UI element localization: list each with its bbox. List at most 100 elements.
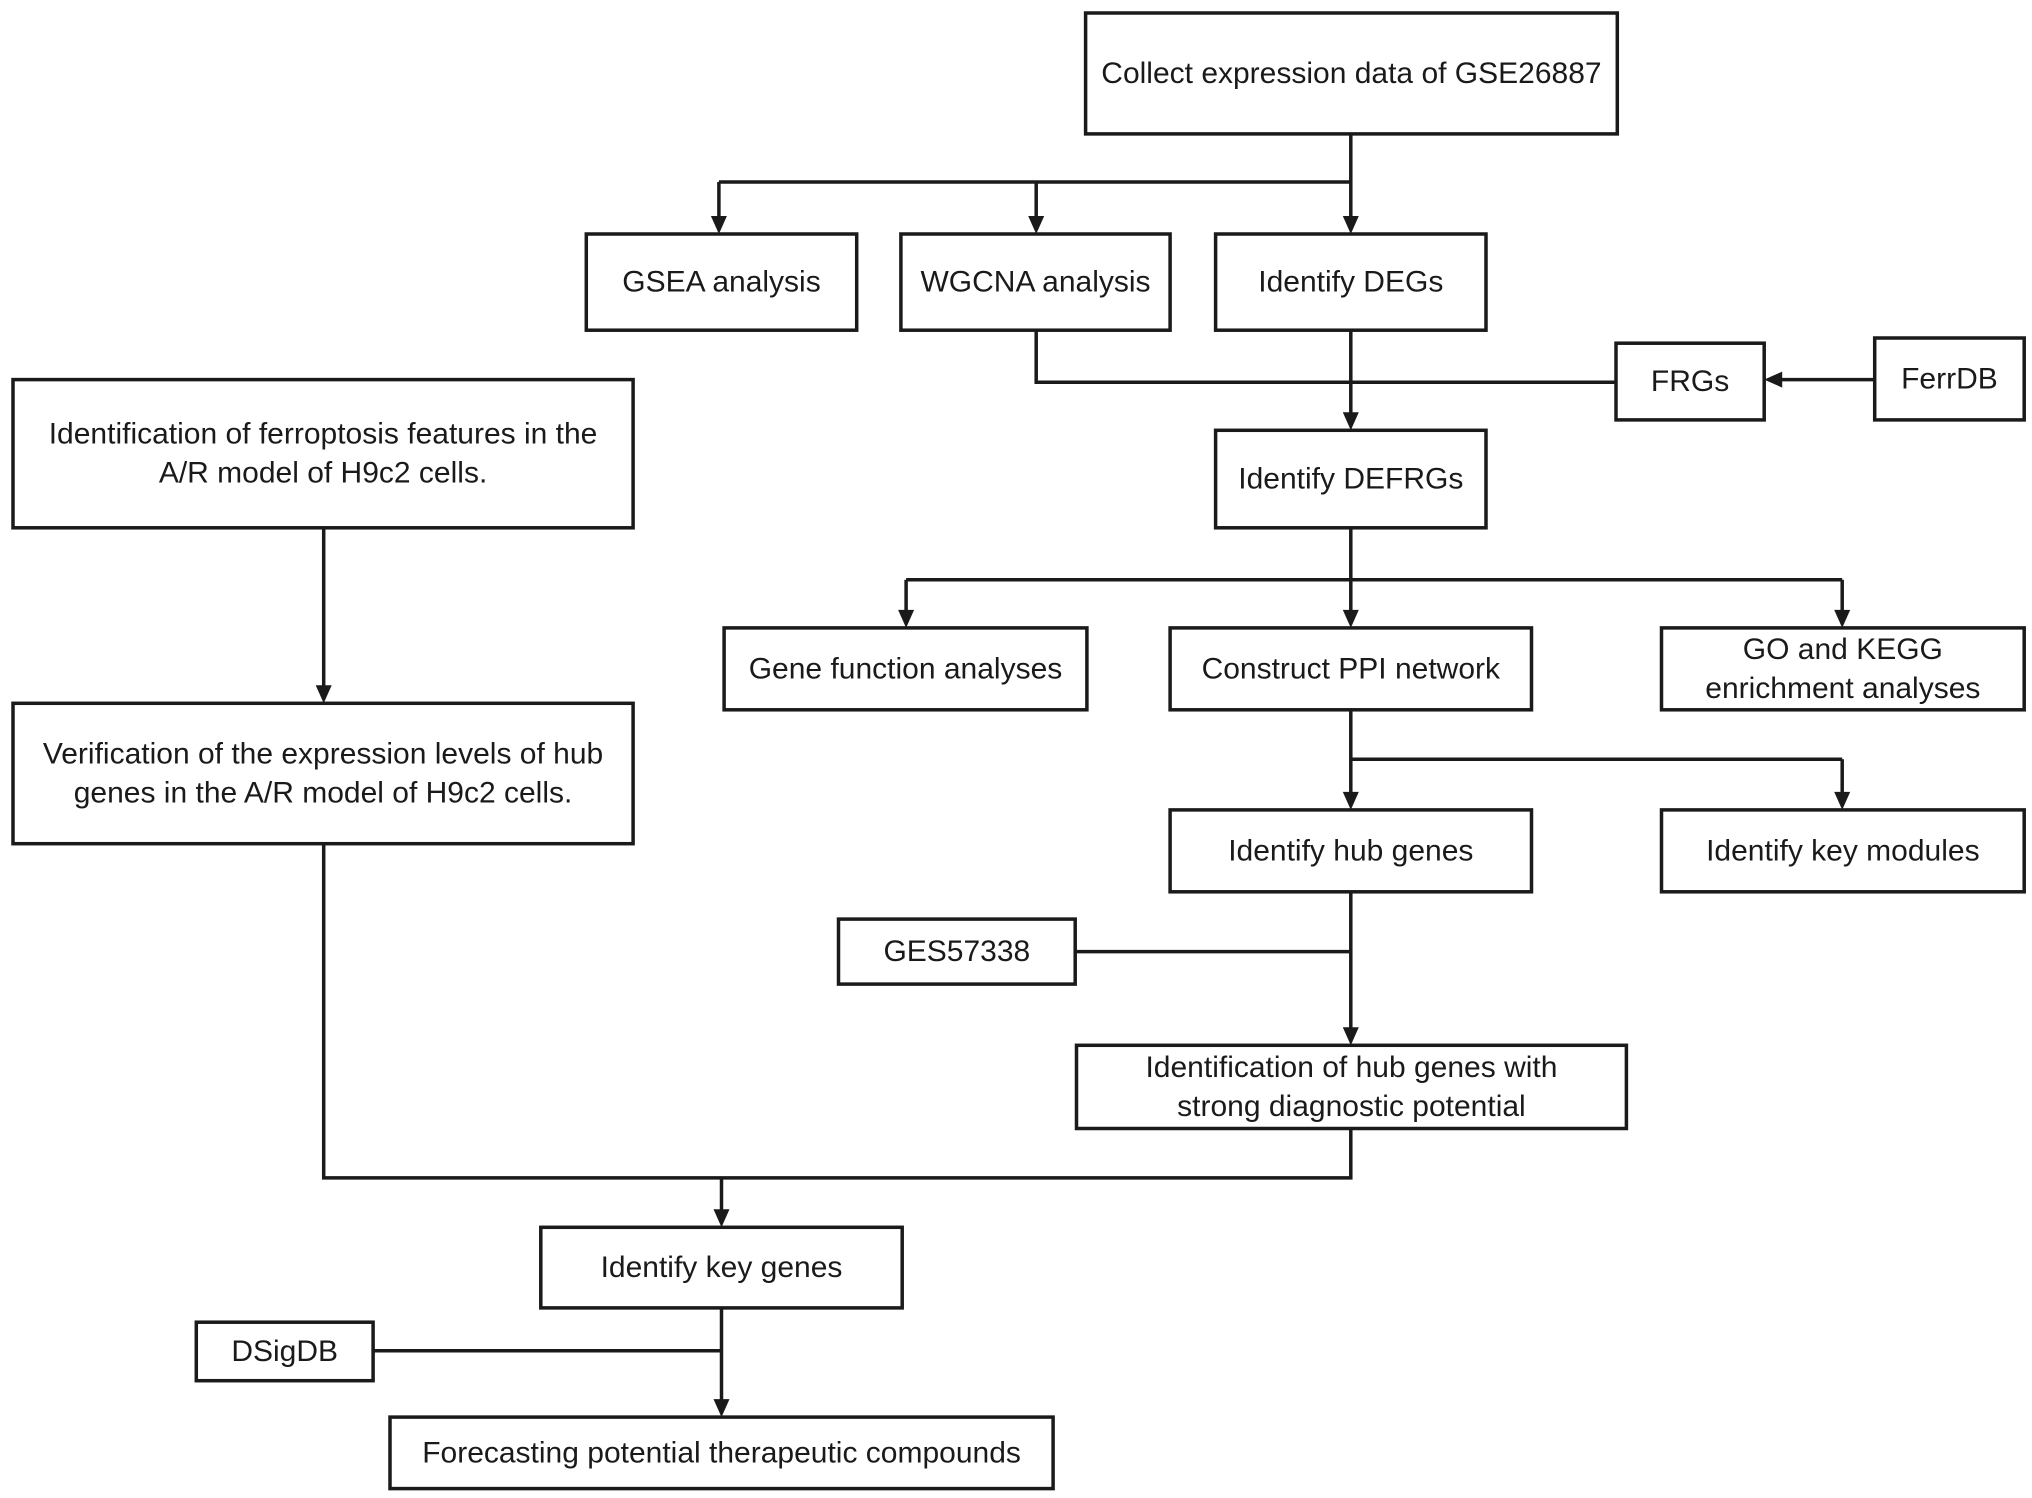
edge-to-go-kegg — [1834, 579, 1851, 628]
edge-to-ppi — [1342, 579, 1359, 628]
node-label: GSEA analysis — [622, 266, 820, 299]
arrowhead — [1342, 609, 1359, 628]
arrowhead — [898, 609, 915, 628]
flowchart-nodes: Collect expression data of GSE26887GSEA … — [11, 11, 2026, 1491]
arrowhead — [1764, 371, 1783, 388]
node-label: Identify DEGs — [1258, 266, 1443, 299]
arrowhead — [1342, 791, 1359, 810]
node-forecasting-compounds: Forecasting potential therapeutic compou… — [388, 1415, 1055, 1491]
node-box — [1074, 1043, 1629, 1131]
edge-to-hub-genes — [1342, 759, 1359, 810]
node-box — [194, 1320, 375, 1383]
edge-to-degs — [1342, 182, 1359, 234]
node-label: Identification of hub genes with — [1145, 1051, 1557, 1084]
node-wgcna-analysis: WGCNA analysis — [899, 232, 1172, 332]
node-identify-hub-genes: Identify hub genes — [1168, 808, 1534, 894]
node-collect-expression-data: Collect expression data of GSE26887 — [1083, 11, 1620, 136]
node-label: Identify key genes — [601, 1251, 843, 1284]
arrowhead — [1028, 216, 1045, 234]
node-label: Identify key modules — [1706, 834, 1979, 867]
node-box — [388, 1415, 1055, 1491]
node-construct-ppi-network: Construct PPI network — [1168, 626, 1534, 712]
node-label: FRGs — [1651, 365, 1729, 398]
edge-wgcna-merge — [1034, 330, 1351, 384]
connector-line — [1349, 709, 1843, 761]
flowchart-edges — [315, 133, 1875, 1418]
edge-to-wgcna — [1028, 182, 1045, 234]
arrowhead — [1834, 791, 1851, 810]
node-ferroptosis-features: Identification of ferroptosis features i… — [11, 377, 635, 530]
edge-ppi-split — [1349, 709, 1843, 761]
node-box — [1213, 428, 1488, 530]
node-label: Identification of ferroptosis features i… — [49, 418, 598, 451]
node-box — [1872, 336, 2026, 422]
node-frgs: FRGs — [1614, 341, 1766, 422]
arrowhead — [1342, 216, 1359, 234]
node-label: DSigDB — [231, 1335, 338, 1368]
node-box — [1659, 808, 2026, 894]
node-label: strong diagnostic potential — [1177, 1090, 1526, 1123]
edge-diagnostic-merge — [721, 1128, 1353, 1180]
edge-to-key-modules — [1834, 759, 1851, 810]
node-label: Forecasting potential therapeutic compou… — [422, 1436, 1021, 1469]
node-go-kegg-enrichment: GO and KEGG enrichment analyses — [1659, 626, 2026, 712]
edge-verification-merge — [321, 843, 722, 1180]
arrowhead — [713, 1209, 730, 1228]
edge-to-gsea — [710, 182, 727, 234]
arrowhead — [710, 216, 727, 234]
node-label: Collect expression data of GSE26887 — [1101, 57, 1601, 90]
node-box — [539, 1225, 904, 1310]
arrowhead — [1342, 412, 1359, 431]
node-box — [722, 626, 1089, 712]
node-label: GES57338 — [883, 935, 1030, 968]
node-identify-key-modules: Identify key modules — [1659, 808, 2026, 894]
node-box — [1168, 808, 1534, 894]
node-box — [1659, 626, 2026, 712]
node-box — [836, 917, 1077, 986]
node-label: enrichment analyses — [1705, 672, 1980, 705]
node-label: FerrDB — [1901, 362, 1998, 395]
edge-ferroptosis-verification — [315, 527, 332, 704]
edge-degs-defrgs — [1342, 330, 1359, 431]
arrowhead — [713, 1399, 730, 1418]
node-box — [1083, 11, 1620, 136]
node-diagnostic-hub-genes: Identification of hub genes with strong d… — [1074, 1043, 1629, 1131]
arrowhead — [1834, 609, 1851, 628]
connector-line — [1034, 330, 1351, 384]
node-label: Identify DEFRGs — [1238, 463, 1463, 496]
node-label: Construct PPI network — [1202, 652, 1501, 685]
edge-keygenes-forecasting — [713, 1307, 730, 1418]
edge-to-gene-function — [898, 579, 915, 628]
node-label: Identify hub genes — [1228, 834, 1473, 867]
node-gene-function-analyses: Gene function analyses — [722, 626, 1089, 712]
node-box — [584, 232, 859, 332]
node-box — [11, 377, 635, 530]
arrowhead — [315, 685, 332, 704]
arrowhead — [1342, 1027, 1359, 1046]
node-label: A/R model of H9c2 cells. — [159, 457, 487, 490]
node-dsigdb: DSigDB — [194, 1320, 375, 1383]
node-identify-key-genes: Identify key genes — [539, 1225, 904, 1310]
node-label: WGCNA analysis — [920, 266, 1150, 299]
node-ferrdb: FerrDB — [1872, 336, 2026, 422]
connector-line — [321, 843, 722, 1180]
edge-to-key-genes — [713, 1177, 730, 1228]
node-box — [899, 232, 1172, 332]
connector-line — [721, 1128, 1353, 1180]
node-label: GO and KEGG — [1743, 633, 1943, 666]
node-label: Gene function analyses — [749, 652, 1063, 685]
edge-hub-diagnostic — [1342, 891, 1359, 1046]
edge-ferrdb-frgs — [1764, 371, 1875, 388]
node-label: Verification of the expression levels of… — [43, 738, 603, 771]
node-identify-defrgs: Identify DEFRGs — [1213, 428, 1488, 530]
node-gsea-analysis: GSEA analysis — [584, 232, 859, 332]
node-box — [11, 701, 635, 846]
node-box — [1168, 626, 1534, 712]
node-identify-degs: Identify DEGs — [1213, 232, 1488, 332]
node-label: genes in the A/R model of H9c2 cells. — [74, 777, 573, 810]
node-ges57338: GES57338 — [836, 917, 1077, 986]
node-verification-expression: Verification of the expression levels of… — [11, 701, 635, 846]
node-box — [1614, 341, 1766, 422]
node-box — [1213, 232, 1488, 332]
